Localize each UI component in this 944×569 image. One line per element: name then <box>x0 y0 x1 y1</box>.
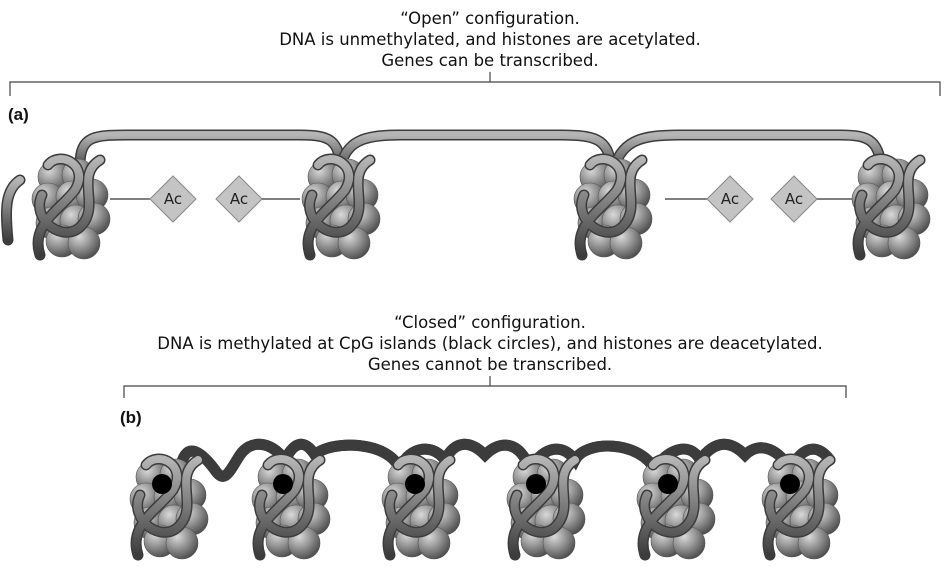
methyl-mark-5 <box>658 474 678 494</box>
nucleosome-b-6 <box>762 459 840 559</box>
nucleosome-b-1 <box>130 459 208 559</box>
nucleosome-a-1 <box>32 159 110 259</box>
acetyl-tag-1: Ac <box>110 176 196 222</box>
acetyl-tag-2: Ac <box>216 176 300 222</box>
methyl-mark-2 <box>273 474 293 494</box>
acetyl-tag-1-text: Ac <box>164 190 182 208</box>
nucleosome-b-4 <box>507 459 585 559</box>
methyl-mark-3 <box>405 474 425 494</box>
methyl-mark-1 <box>152 474 172 494</box>
acetyl-tag-3: Ac <box>665 176 753 222</box>
acetyl-tag-2-text: Ac <box>230 190 248 208</box>
methyl-mark-6 <box>780 474 800 494</box>
nucleosome-a-2 <box>302 159 380 259</box>
panel-a-linker-dna <box>6 135 882 240</box>
nucleosome-a-4 <box>852 159 930 259</box>
nucleosome-b-3 <box>382 459 460 559</box>
nucleosome-b-5 <box>637 459 715 559</box>
nucleosome-b-2 <box>252 459 330 559</box>
panel-a-acetyl-tags: Ac Ac Ac Ac <box>110 176 858 222</box>
panel-a-bracket <box>10 72 940 96</box>
methyl-mark-4 <box>526 474 546 494</box>
panel-b-nucleosomes <box>130 459 840 559</box>
nucleosome-a-3 <box>574 159 652 259</box>
panel-b-bracket <box>124 376 846 398</box>
acetyl-tag-4-text: Ac <box>785 190 803 208</box>
acetyl-tag-3-text: Ac <box>721 190 739 208</box>
acetyl-tag-4: Ac <box>771 176 858 222</box>
